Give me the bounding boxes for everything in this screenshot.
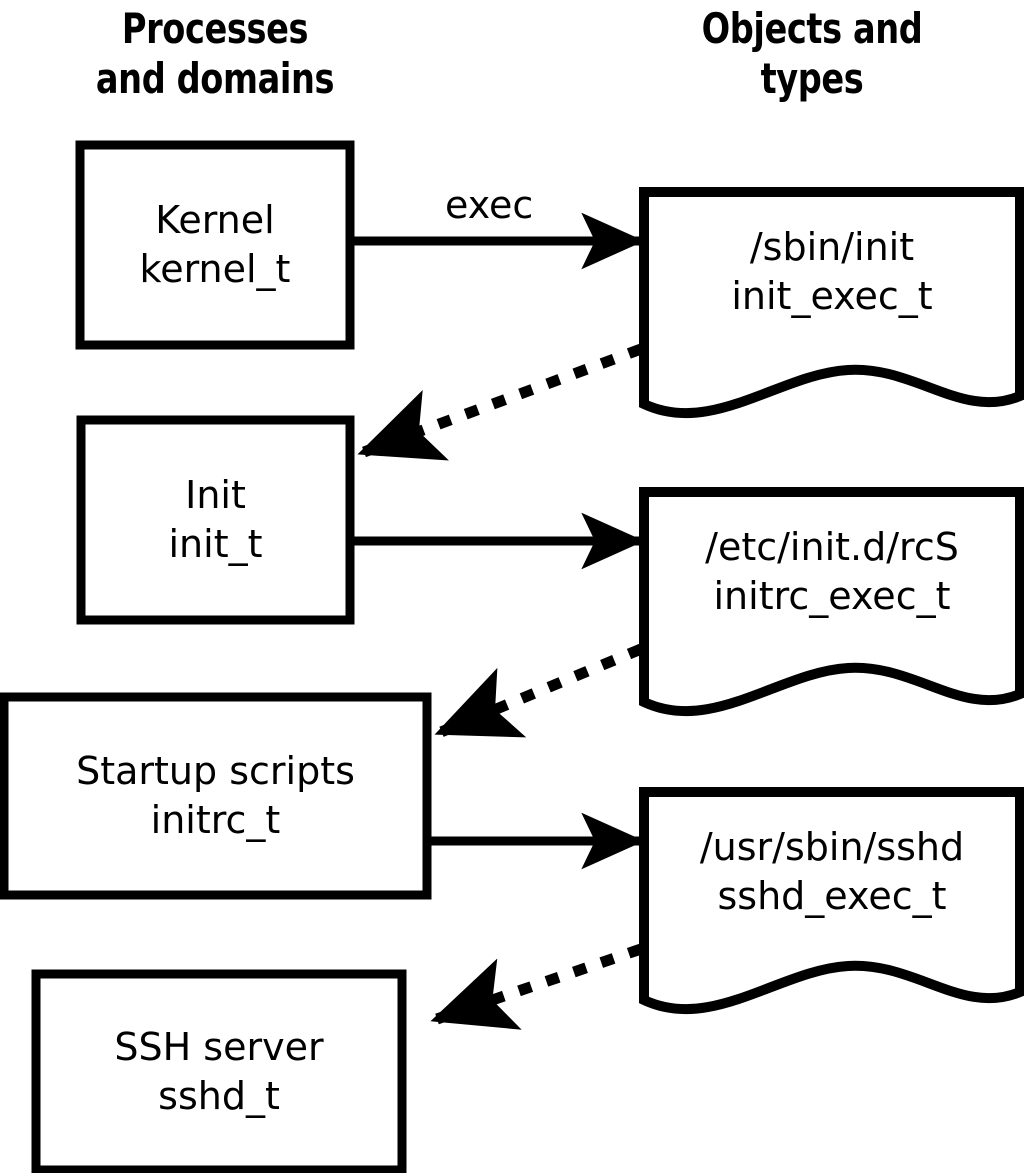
process-box-sshd[interactable] xyxy=(31,969,407,1173)
process-box-kernel[interactable] xyxy=(75,140,355,350)
object-doc-init-exec[interactable] xyxy=(639,187,1024,419)
process-box-init[interactable] xyxy=(76,415,355,625)
object-doc-initrc-exec[interactable] xyxy=(639,487,1024,717)
object-doc-sshd-exec[interactable] xyxy=(639,787,1024,1015)
column-header-processes: Processes and domains xyxy=(95,4,335,103)
edge-label-exec: exec xyxy=(445,183,534,227)
edge-initrc-exec-to-initrc xyxy=(434,643,644,738)
process-box-initrc[interactable] xyxy=(0,692,432,900)
edge-init-exec-to-init xyxy=(357,343,643,461)
column-header-objects: Objects and types xyxy=(701,4,923,103)
edge-sshd-exec-to-sshd xyxy=(430,943,643,1030)
